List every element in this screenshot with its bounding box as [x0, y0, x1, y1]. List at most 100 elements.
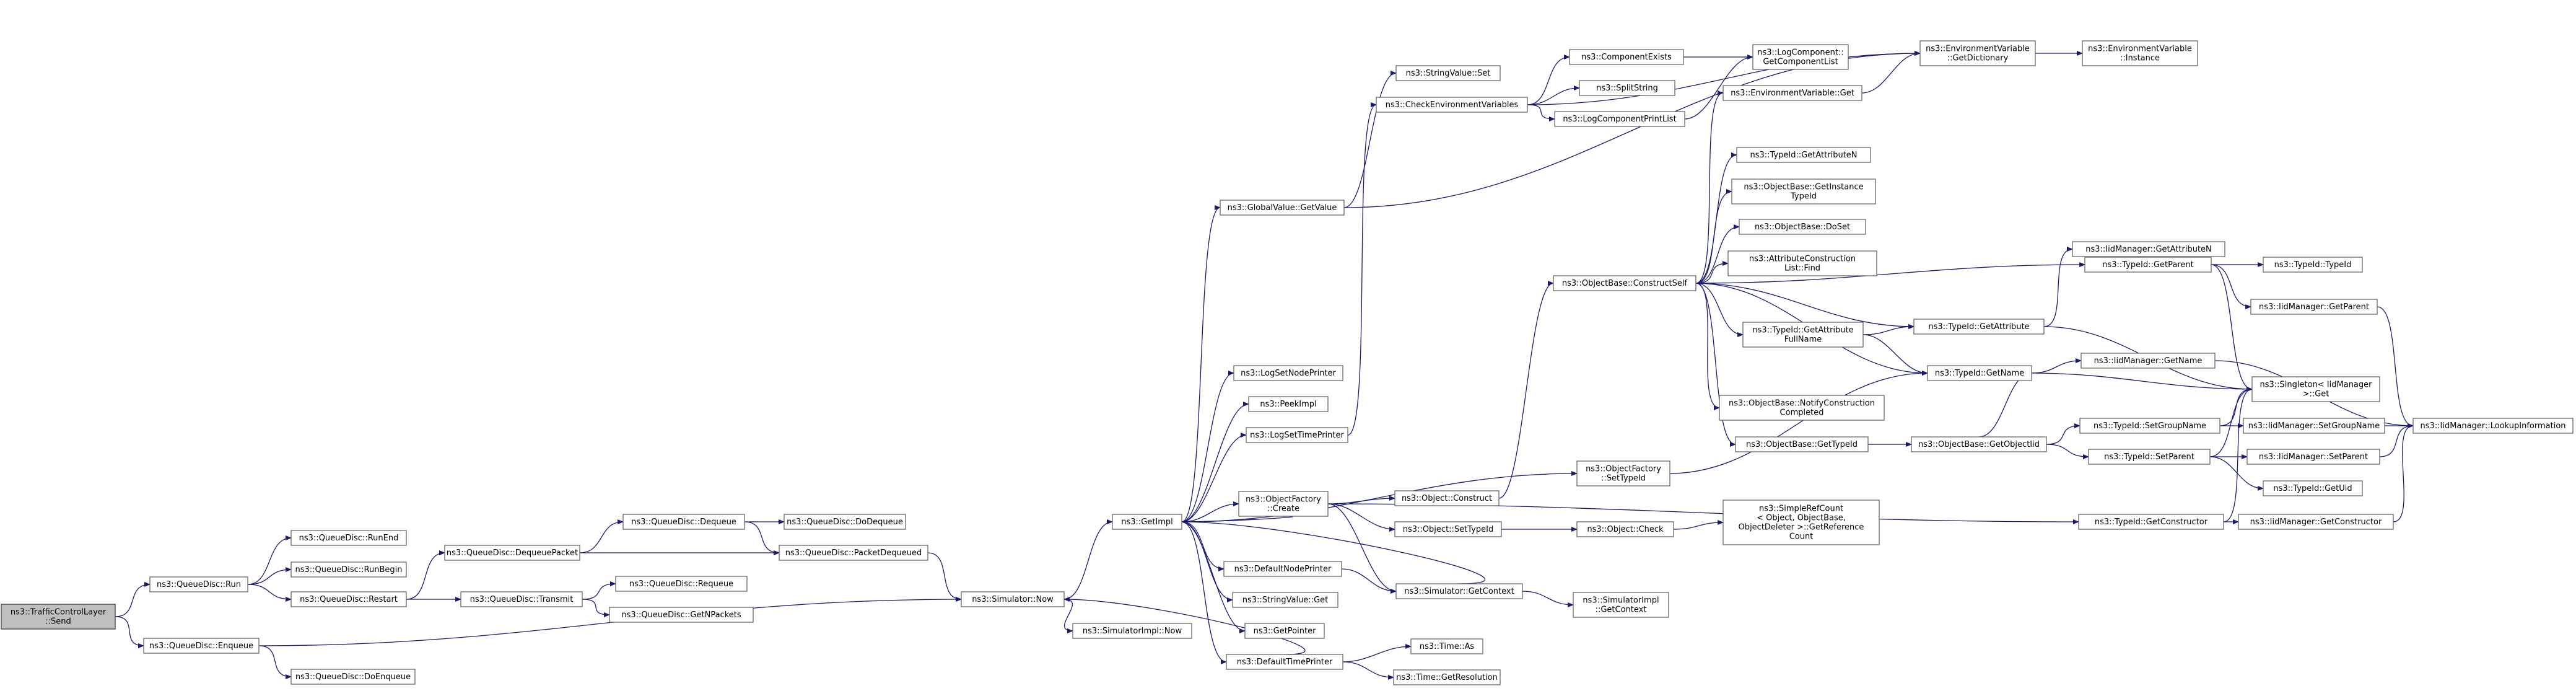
node-objbasegettypeid[interactable]: ns3::ObjectBase::GetTypeId	[1735, 436, 1869, 452]
edge-objfactorycreate-to-simgetcontext	[1327, 503, 1397, 594]
edge-getname-to-singleton	[2031, 372, 2253, 392]
node-objcheck[interactable]: ns3::Object::Check	[1576, 521, 1674, 537]
node-label: ns3::IidManager::GetAttributeN	[2085, 245, 2212, 254]
node-simimplnow[interactable]: ns3::SimulatorImpl::Now	[1072, 623, 1192, 639]
node-logcompgetlist[interactable]: ns3::LogComponent::GetComponentList	[1752, 44, 1849, 70]
node-timeas[interactable]: ns3::Time::As	[1410, 638, 1483, 654]
node-notifyconstruct[interactable]: ns3::ObjectBase::NotifyConstructionCompl…	[1719, 395, 1885, 421]
node-simgetcontext[interactable]: ns3::Simulator::GetContext	[1395, 583, 1523, 599]
node-dequeue[interactable]: ns3::QueueDisc::Dequeue	[622, 514, 745, 530]
node-box	[1246, 427, 1348, 443]
edge-getimpl-to-logsetnode	[1181, 371, 1234, 522]
node-box	[779, 545, 928, 561]
node-enqueue[interactable]: ns3::QueueDisc::Enqueue	[143, 638, 260, 654]
node-packetdequeued[interactable]: ns3::QueueDisc::PacketDequeued	[779, 545, 928, 561]
node-iidgetconstructor[interactable]: ns3::IidManager::GetConstructor	[2238, 514, 2394, 530]
node-typeidtypeid[interactable]: ns3::TypeId::TypeId	[2263, 257, 2363, 273]
node-doset[interactable]: ns3::ObjectBase::DoSet	[1739, 219, 1866, 235]
node-iidgetparent[interactable]: ns3::IidManager::GetParent	[2250, 299, 2378, 315]
node-getimpl[interactable]: ns3::GetImpl	[1112, 514, 1182, 530]
node-label: Completed	[1780, 408, 1824, 418]
node-logcompprint[interactable]: ns3::LogComponentPrintList	[1554, 111, 1685, 127]
node-dodequeue[interactable]: ns3::QueueDisc::DoDequeue	[784, 514, 906, 530]
edge-setgroupname-to-singleton	[2219, 387, 2253, 426]
node-simimplgetcontext[interactable]: ns3::SimulatorImpl::GetContext	[1573, 592, 1669, 618]
edge-getimpl-to-globalvalue	[1181, 205, 1221, 522]
node-timegetres[interactable]: ns3::Time::GetResolution	[1393, 669, 1501, 685]
node-envgetdict[interactable]: ns3::EnvironmentVariable::GetDictionary	[1919, 40, 2036, 66]
node-getname[interactable]: ns3::TypeId::GetName	[1927, 365, 2032, 381]
node-splitstring[interactable]: ns3::SplitString	[1579, 80, 1675, 96]
node-getpointer[interactable]: ns3::GetPointer	[1244, 623, 1325, 639]
node-runbegin[interactable]: ns3::QueueDisc::RunBegin	[290, 561, 407, 578]
node-getattribute[interactable]: ns3::TypeId::GetAttribute	[1913, 319, 2045, 335]
node-constructself[interactable]: ns3::ObjectBase::ConstructSelf	[1553, 275, 1696, 291]
node-setgroupname[interactable]: ns3::TypeId::SetGroupName	[2079, 418, 2220, 434]
node-componentexists[interactable]: ns3::ComponentExists	[1569, 49, 1684, 65]
node-label: ns3::IidManager::SetGroupName	[2248, 421, 2380, 431]
node-objfactorycreate[interactable]: ns3::ObjectFactory::Create	[1238, 491, 1329, 517]
node-stringvalueget[interactable]: ns3::StringValue::Get	[1232, 592, 1338, 608]
node-iidsetgroupname[interactable]: ns3::IidManager::SetGroupName	[2243, 418, 2385, 434]
edge-constructself-to-doset	[1695, 224, 1740, 284]
node-iidsetparent[interactable]: ns3::IidManager::SetParent	[2246, 449, 2380, 465]
node-label: Count	[1789, 532, 1814, 542]
node-label: TypeId	[1790, 192, 1817, 201]
node-label: ObjectDeleter >::GetReference	[1739, 523, 1864, 532]
node-setparent[interactable]: ns3::TypeId::SetParent	[2088, 449, 2211, 465]
node-label: ns3::ObjectBase::ConstructSelf	[1562, 279, 1688, 288]
edge-checkenv-to-logcompprint	[1527, 104, 1555, 121]
node-iidgetattrn[interactable]: ns3::IidManager::GetAttributeN	[2072, 241, 2225, 257]
node-restart[interactable]: ns3::QueueDisc::Restart	[290, 591, 407, 607]
node-label: ns3::GetPointer	[1254, 627, 1316, 636]
node-box	[2250, 299, 2378, 315]
node-getconstructor[interactable]: ns3::TypeId::GetConstructor	[2078, 514, 2224, 530]
edge-simnow-to-simimplnow	[1063, 599, 1073, 633]
node-simplerefcount[interactable]: ns3::SimpleRefCount< Object, ObjectBase,…	[1722, 500, 1880, 545]
edge-run-to-restart	[247, 584, 292, 602]
node-label: ns3::Object::SetTypeId	[1403, 525, 1493, 534]
node-defaulttime[interactable]: ns3::DefaultTimePrinter	[1226, 654, 1343, 670]
node-checkenv[interactable]: ns3::CheckEnvironmentVariables	[1376, 97, 1528, 113]
node-box	[609, 607, 754, 623]
node-label: ::GetDictionary	[1947, 54, 2009, 63]
node-box	[460, 591, 583, 607]
node-runend[interactable]: ns3::QueueDisc::RunEnd	[290, 530, 407, 546]
node-lookupinfo[interactable]: ns3::IidManager::LookupInformation	[2412, 418, 2574, 434]
node-objfactorysettypeid[interactable]: ns3::ObjectFactory::SetTypeId	[1576, 460, 1670, 486]
node-iidgetname[interactable]: ns3::IidManager::GetName	[2080, 353, 2216, 369]
node-getuid[interactable]: ns3::TypeId::GetUid	[2263, 480, 2363, 496]
node-doenqueue[interactable]: ns3::QueueDisc::DoEnqueue	[290, 669, 416, 685]
node-objsettypeid[interactable]: ns3::Object::SetTypeId	[1394, 521, 1502, 537]
node-envget[interactable]: ns3::EnvironmentVariable::Get	[1722, 85, 1862, 101]
node-getnpackets[interactable]: ns3::QueueDisc::GetNPackets	[609, 607, 754, 623]
node-logsettime[interactable]: ns3::LogSetTimePrinter	[1246, 427, 1348, 443]
node-getparent[interactable]: ns3::TypeId::GetParent	[2084, 257, 2212, 273]
node-run[interactable]: ns3::QueueDisc::Run	[149, 576, 248, 592]
node-globalvalue[interactable]: ns3::GlobalValue::GetValue	[1220, 200, 1345, 216]
node-label: ns3::QueueDisc::Transmit	[470, 595, 574, 604]
node-stringvalueset[interactable]: ns3::StringValue::Set	[1395, 65, 1501, 81]
node-getobjectiid[interactable]: ns3::ObjectBase::GetObjectIid	[1911, 436, 2047, 452]
node-peekimpl[interactable]: ns3::PeekImpl	[1248, 396, 1329, 412]
node-box	[1579, 80, 1675, 96]
node-getattributen[interactable]: ns3::TypeId::GetAttributeN	[1736, 147, 1871, 163]
node-defaultnode[interactable]: ns3::DefaultNodePrinter	[1223, 561, 1342, 577]
node-objconstruct[interactable]: ns3::Object::Construct	[1394, 490, 1500, 506]
node-envinstance[interactable]: ns3::EnvironmentVariable::Instance	[2082, 40, 2198, 66]
node-label: ns3::TypeId::SetGroupName	[2094, 421, 2206, 431]
edge-dequeue-to-packetdequeued	[744, 521, 780, 555]
node-label: ns3::SimpleRefCount	[1759, 504, 1843, 514]
node-singleton[interactable]: ns3::Singleton< IidManager>::Get	[2251, 376, 2380, 402]
node-root[interactable]: ns3::TrafficControlLayer::Send	[1, 604, 116, 630]
node-dequeuepacket[interactable]: ns3::QueueDisc::DequeuePacket	[444, 545, 580, 561]
node-transmit[interactable]: ns3::QueueDisc::Transmit	[460, 591, 583, 607]
node-box	[1554, 111, 1685, 127]
node-requeue[interactable]: ns3::QueueDisc::Requeue	[615, 576, 748, 592]
node-logsetnode[interactable]: ns3::LogSetNodePrinter	[1233, 365, 1343, 381]
node-simnow[interactable]: ns3::Simulator::Now	[961, 591, 1065, 607]
